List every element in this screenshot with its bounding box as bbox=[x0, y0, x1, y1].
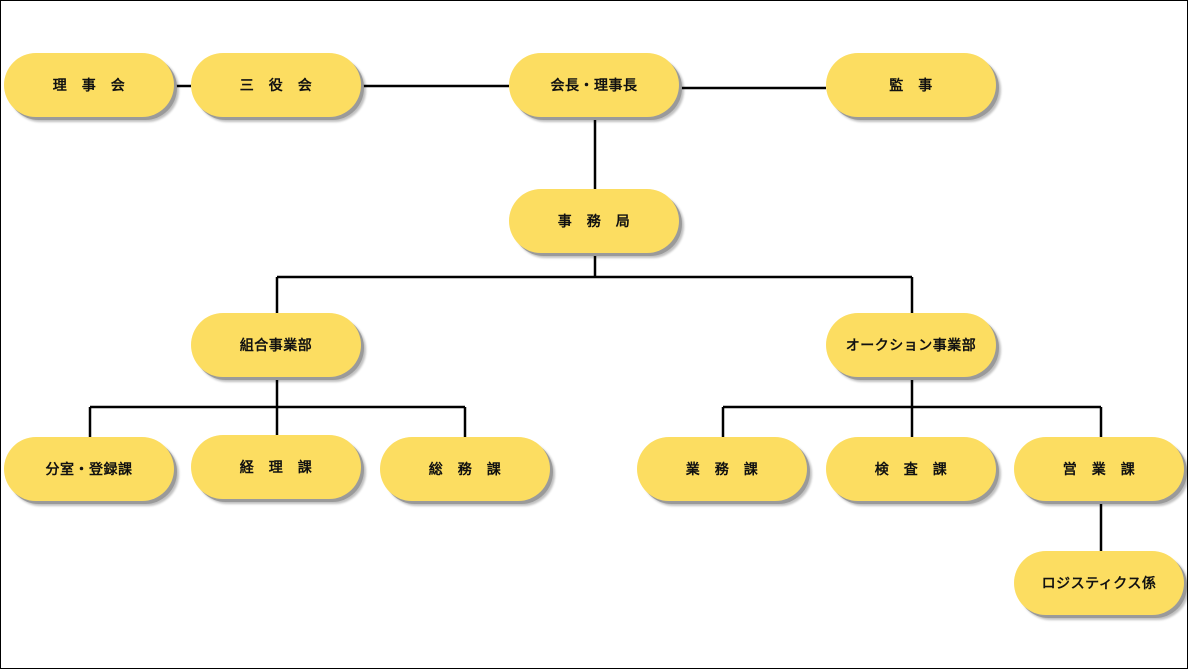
node-kumiai: 組合事業部 bbox=[191, 313, 361, 377]
node-gyomu: 業 務 課 bbox=[637, 437, 807, 501]
node-rijikai-label: 理 事 会 bbox=[52, 78, 126, 94]
node-auction-label: オークション事業部 bbox=[845, 338, 977, 354]
node-gyomu-label: 業 務 課 bbox=[685, 462, 759, 478]
node-sanyakukai: 三 役 会 bbox=[191, 53, 361, 117]
node-logistics-label: ロジスティクス係 bbox=[1041, 576, 1157, 592]
node-eigyo: 営 業 課 bbox=[1014, 437, 1184, 501]
node-kanji: 監 事 bbox=[826, 53, 996, 117]
node-kaicho-label: 会長・理事長 bbox=[550, 78, 638, 94]
node-keiri: 経 理 課 bbox=[191, 435, 361, 499]
node-somu-label: 総 務 課 bbox=[428, 462, 502, 478]
node-kensa-label: 検 査 課 bbox=[874, 462, 948, 478]
node-kanji-label: 監 事 bbox=[889, 78, 933, 94]
node-jimukyoku-label: 事 務 局 bbox=[557, 214, 631, 230]
node-somu: 総 務 課 bbox=[380, 437, 550, 501]
node-bunshitsu-label: 分室・登録課 bbox=[45, 462, 133, 478]
node-kaicho: 会長・理事長 bbox=[509, 53, 679, 117]
node-rijikai: 理 事 会 bbox=[4, 53, 174, 117]
node-eigyo-label: 営 業 課 bbox=[1062, 462, 1136, 478]
node-kumiai-label: 組合事業部 bbox=[239, 338, 313, 354]
node-auction: オークション事業部 bbox=[826, 313, 996, 377]
node-logistics: ロジスティクス係 bbox=[1014, 551, 1184, 615]
node-kensa: 検 査 課 bbox=[826, 437, 996, 501]
node-sanyakukai-label: 三 役 会 bbox=[239, 78, 313, 94]
node-keiri-label: 経 理 課 bbox=[239, 460, 313, 476]
node-jimukyoku: 事 務 局 bbox=[509, 189, 679, 253]
node-bunshitsu: 分室・登録課 bbox=[4, 437, 174, 501]
